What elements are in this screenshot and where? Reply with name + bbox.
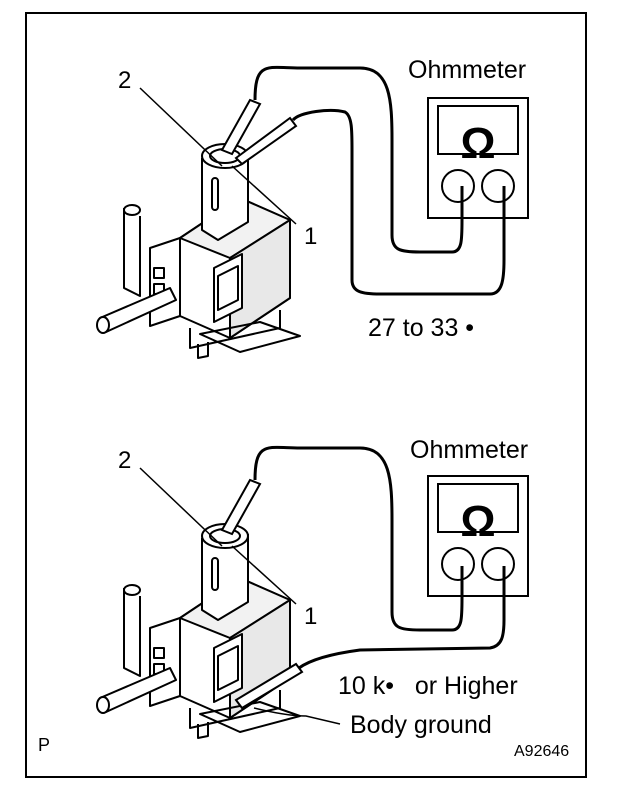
- probe-ground-bottom: [234, 662, 304, 710]
- resistance-spec-top: 27 to 33 •: [368, 314, 474, 342]
- probe-terminal-bottom: [220, 478, 262, 536]
- omega-symbol-top: Ω: [460, 119, 495, 168]
- body-ground-label: Body ground: [350, 711, 492, 739]
- leader-terminal-1-bottom: [231, 545, 297, 605]
- corner-letter: P: [38, 735, 50, 755]
- omega-symbol-bottom: Ω: [460, 497, 495, 546]
- vsv-valve-top: [96, 143, 301, 359]
- top-panel: 2 1 Ohmmeter Ω 27 to 33 •: [96, 56, 529, 359]
- leader-body-ground: [253, 707, 341, 725]
- resistance-spec-bottom: 10 k• or Higher: [338, 672, 518, 700]
- test-lead-top-b: [291, 108, 506, 296]
- ohmmeter-label-top: Ohmmeter: [408, 56, 526, 84]
- terminal-1-label-top: 1: [304, 223, 317, 250]
- leader-terminal-2-bottom: [139, 467, 223, 547]
- figure-id: A92646: [514, 743, 569, 760]
- figure-border: [25, 12, 587, 778]
- vsv-valve-bottom: [96, 523, 301, 739]
- test-lead-bottom-a: [253, 445, 464, 632]
- leader-terminal-1-top: [231, 165, 297, 225]
- ohmmeter-label-bottom: Ohmmeter: [410, 436, 528, 464]
- terminal-2-label-bottom: 2: [118, 447, 131, 474]
- probe-pair-top: [220, 98, 298, 166]
- leader-terminal-2-top: [139, 87, 223, 167]
- bottom-panel: 2 1 Ohmmeter Ω 10 k• or Higher Body grou…: [96, 436, 529, 739]
- test-lead-bottom-b: [298, 566, 506, 670]
- terminal-2-label-top: 2: [118, 67, 131, 94]
- terminal-1-label-bottom: 1: [304, 603, 317, 630]
- test-lead-top-a: [253, 65, 464, 254]
